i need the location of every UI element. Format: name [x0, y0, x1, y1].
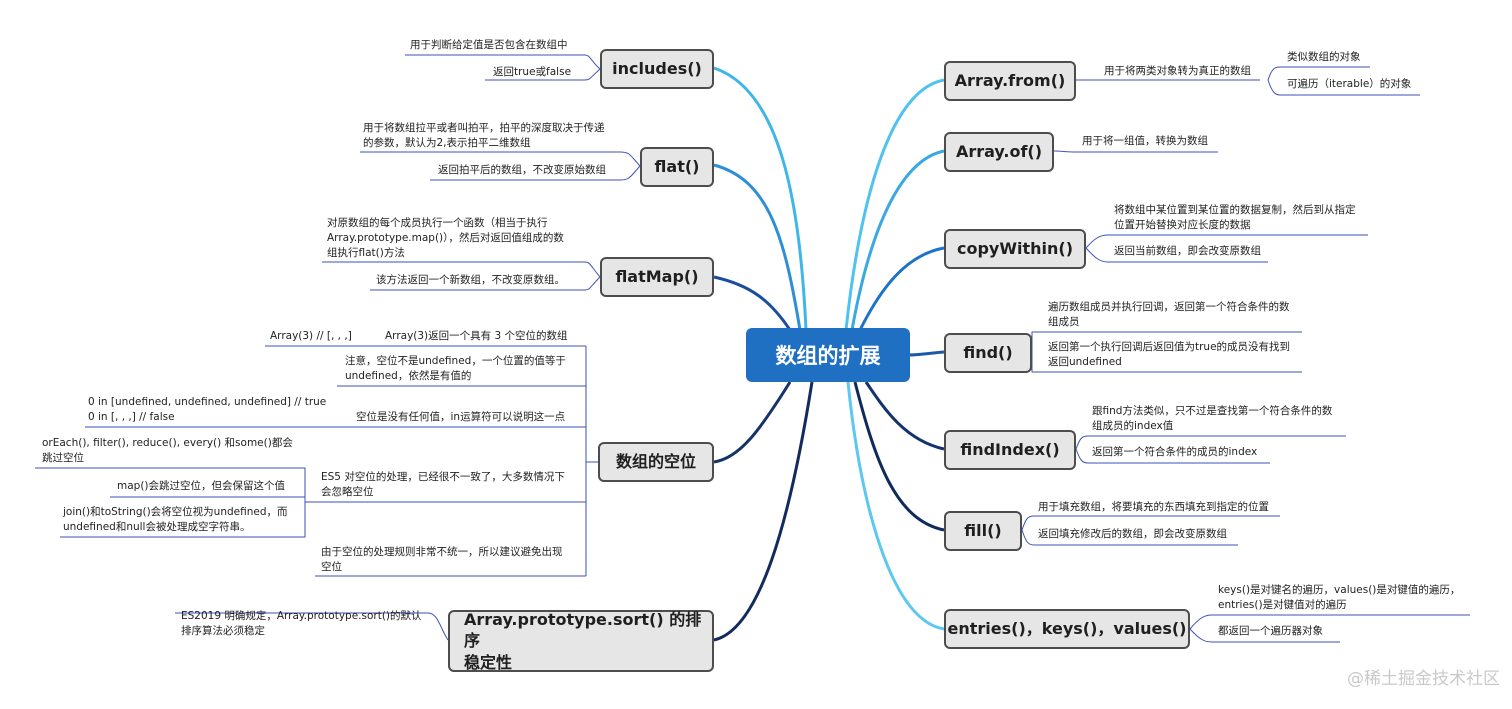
- branch-fill: [853, 381, 945, 532]
- leaf-fill-2: 返回填充修改后的数组，即会改变原数组: [1038, 528, 1227, 540]
- root-node: 数组的扩展: [746, 328, 910, 382]
- leaf-from-sub-1: 类似数组的对象: [1287, 51, 1361, 63]
- leaf-holes-es5-3: join()和toString()会将空位视为undefined，而 undef…: [63, 506, 288, 533]
- node-fill: fill(): [944, 511, 1022, 551]
- node-array-of: Array.of(): [944, 132, 1054, 172]
- leaf-sort-1: ES2019 明确规定，Array.prototype.sort()的默认 排序…: [181, 610, 422, 637]
- node-copywithin: copyWithin(): [944, 229, 1086, 269]
- leaf-holes-es5-2: map()会跳过空位，但会保留这个值: [117, 480, 286, 492]
- leaf-findindex-2: 返回第一个符合条件的成员的index: [1092, 446, 1258, 458]
- branch-findindex: [864, 381, 945, 451]
- leaf-flat-1: 用于将数组拉平或者叫拍平，拍平的深度取决于传递 的参数，默认为2,表示拍平二维数…: [363, 122, 605, 149]
- branch-copywithin: [858, 246, 945, 331]
- node-flat: flat(): [640, 147, 714, 187]
- branch-entries: [846, 381, 945, 631]
- leaf-holes-array3: Array(3) // [, , ,]: [270, 330, 352, 342]
- leaf-findindex-1: 跟find方法类似，只不过是查找第一个符合条件的数 组成员的index值: [1092, 405, 1333, 432]
- leaf-holes-es5-1: orEach(), filter(), reduce(), every() 和s…: [42, 437, 293, 464]
- node-holes: 数组的空位: [598, 442, 714, 482]
- leaf-entries-1: keys()是对键名的遍历，values()是对键值的遍历， entries()…: [1218, 584, 1461, 611]
- branch-find: [907, 350, 945, 357]
- leaf-flat-2: 返回拍平后的数组，不改变原始数组: [438, 164, 606, 176]
- node-find: find(): [944, 333, 1032, 373]
- leaf-holes-5: 由于空位的处理规则非常不统一，所以建议避免出现 空位: [321, 546, 563, 573]
- node-findindex: findIndex(): [944, 430, 1076, 470]
- leaf-flatmap-1: 对原数组的每个成员执行一个函数（相当于执行 Array.prototype.ma…: [327, 217, 564, 259]
- node-includes: includes(): [600, 49, 714, 89]
- leaf-fill-1: 用于填充数组，将要填充的东西填充到指定的位置: [1038, 501, 1269, 513]
- leaf-find-2: 返回第一个执行回调后返回值为true的成员没有找到 返回undefined: [1048, 341, 1291, 368]
- watermark: @稀土掘金技术社区: [1347, 669, 1500, 689]
- node-flatmap: flatMap(): [600, 257, 714, 297]
- branch-from: [844, 78, 945, 331]
- node-sort: Array.prototype.sort() 的排序 稳定性: [448, 610, 714, 672]
- branch-holes: [713, 381, 792, 464]
- branch-flat: [713, 163, 802, 331]
- leaf-holes-4: ES5 对空位的处理，已经很不一致了，大多数情况下 会忽略空位: [321, 471, 565, 498]
- leaf-from-1: 用于将两类对象转为真正的数组: [1104, 65, 1251, 77]
- leaf-holes-3: 空位是没有任何值，in运算符可以说明这一点: [356, 411, 566, 423]
- leaf-includes-2: 返回true或false: [493, 66, 572, 78]
- branch-flatmap: [713, 275, 792, 331]
- leaf-holes-1: Array(3)返回一个具有 3 个空位的数组: [385, 330, 568, 342]
- leaf-includes-1: 用于判断给定值是否包含在数组中: [410, 39, 568, 51]
- leaf-from-sub-2: 可遍历（iterable）的对象: [1287, 78, 1412, 90]
- node-entries: entries()，keys()，values(): [944, 609, 1190, 649]
- branch-of: [850, 149, 945, 331]
- leaf-holes-in: 0 in [undefined, undefined, undefined] /…: [88, 396, 327, 423]
- leaf-copywithin-2: 返回当前数组，即会改变原数组: [1114, 245, 1261, 257]
- node-array-from: Array.from(): [944, 61, 1076, 101]
- leaf-of-1: 用于将一组值，转换为数组: [1082, 135, 1208, 147]
- leaf-holes-2: 注意，空位不是undefined，一个位置的值等于 undefined，依然是有…: [345, 355, 566, 382]
- leaf-copywithin-1: 将数组中某位置到某位置的数据复制，然后到从指定 位置开始替换对应长度的数据: [1114, 204, 1356, 231]
- branch-sort: [713, 381, 814, 642]
- leaf-entries-2: 都返回一个遍历器对象: [1218, 625, 1323, 637]
- leaf-flatmap-2: 该方法返回一个新数组，不改变原数组。: [376, 274, 565, 286]
- branch-includes: [713, 66, 808, 331]
- leaf-find-1: 遍历数组成员并执行回调，返回第一个符合条件的数 组成员: [1048, 301, 1290, 328]
